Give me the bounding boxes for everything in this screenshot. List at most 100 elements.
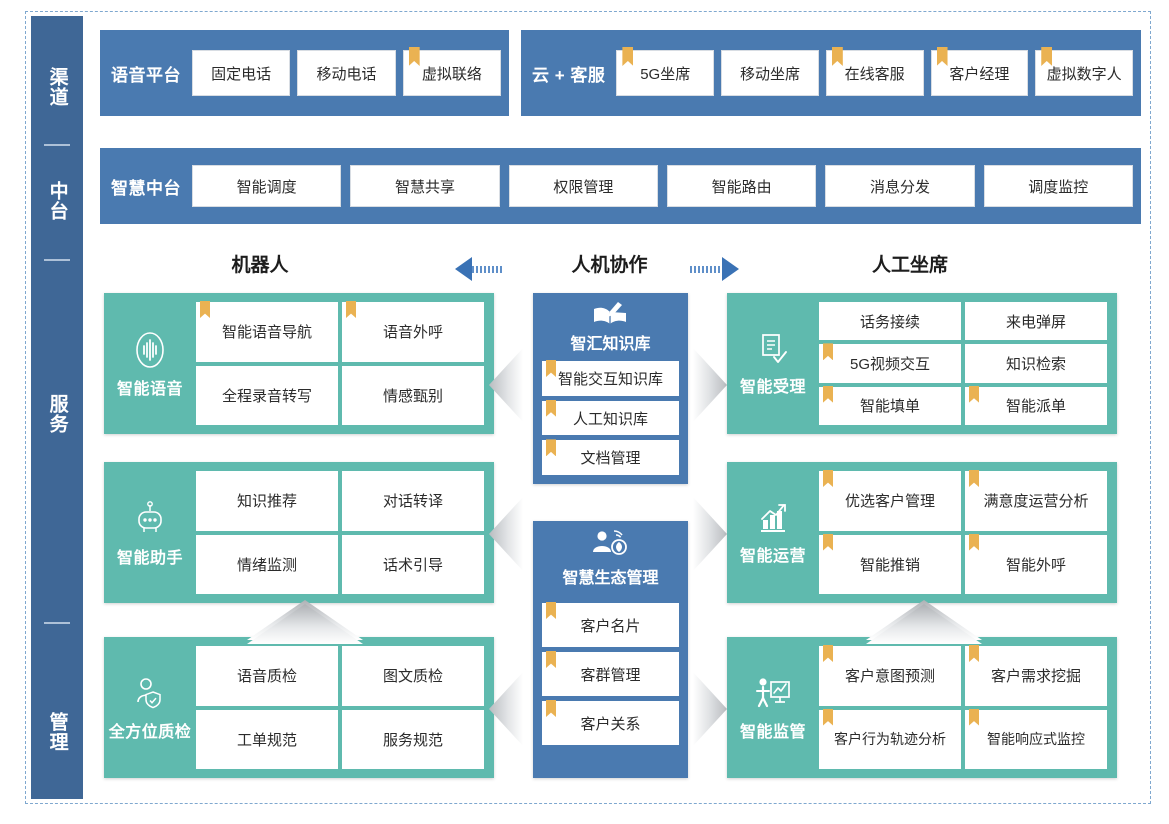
block-smart-assistant-label: 智能助手 [116, 549, 183, 567]
chip-smart-dispatch[interactable]: 智能调度 [192, 165, 342, 207]
bookmark-tag-icon [546, 360, 556, 377]
block-smart-voice-grid: 智能语音导航 语音外呼 全程录音转写 情感甄别 [196, 293, 494, 434]
book-pen-icon [590, 300, 630, 328]
chip-smart-routing[interactable]: 智能路由 [666, 165, 817, 207]
row-label: 客户名片 [580, 617, 641, 635]
cell-smart-responsive-monitoring[interactable]: 智能响应式监控 [965, 708, 1107, 769]
row-label: 客户关系 [580, 715, 641, 733]
block-knowledge-base-title: 智汇知识库 [570, 336, 651, 353]
cell-customer-intent-prediction[interactable]: 客户意图预测 [819, 645, 961, 706]
bookmark-tag-icon [969, 470, 979, 487]
row-label: 客群管理 [580, 666, 641, 684]
arrow-tail [472, 265, 504, 273]
block-smart-acceptance-grid: 话务接续 来电弹屏 5G视频交互 知识检索 智能填单 智能派单 [819, 293, 1117, 434]
rail-section-middle-platform: 中台 [31, 158, 83, 244]
chip-permission-management[interactable]: 权限管理 [508, 165, 658, 207]
cell-preferred-customer-management[interactable]: 优选客户管理 [819, 470, 961, 531]
chip-online-service[interactable]: 在线客服 [825, 47, 924, 96]
block-smart-supervision: 智能监管 客户意图预测 客户需求挖掘 客户行为轨迹分析 智能响应式监控 [727, 637, 1117, 778]
chip-virtual-human[interactable]: 虚拟数字人 [1035, 47, 1133, 96]
cell-voice-quality-inspection[interactable]: 语音质检 [196, 646, 338, 706]
block-smart-assistant-side: 智能助手 [104, 462, 196, 603]
chip-label: 权限管理 [553, 178, 614, 196]
cell-label: 来电弹屏 [1005, 313, 1066, 331]
cell-label: 全程录音转写 [221, 387, 312, 405]
row-customer-relationship[interactable]: 客户关系 [542, 700, 679, 745]
chip-label: 移动坐席 [739, 65, 800, 83]
rail-section-channel: 渠道 [31, 44, 83, 130]
chip-dispatch-monitoring[interactable]: 调度监控 [983, 165, 1133, 207]
cell-label: 智能派单 [1005, 398, 1066, 416]
row-interactive-knowledge-base[interactable]: 智能交互知识库 [542, 360, 679, 396]
cell-script-guidance[interactable]: 话术引导 [342, 534, 484, 594]
row-document-management[interactable]: 文档管理 [542, 439, 679, 476]
cell-label: 情绪监测 [236, 556, 297, 574]
cell-voice-outbound[interactable]: 语音外呼 [342, 301, 484, 362]
cell-knowledge-recommendation[interactable]: 知识推荐 [196, 471, 338, 531]
robot-icon [131, 498, 169, 540]
bookmark-tag-icon [346, 301, 356, 318]
bookmark-tag-icon [969, 385, 979, 403]
cell-text-image-quality-inspection[interactable]: 图文质检 [342, 646, 484, 706]
cell-smart-outbound-call[interactable]: 智能外呼 [965, 533, 1107, 594]
chip-fixed-phone[interactable]: 固定电话 [192, 50, 291, 96]
row-customer-card[interactable]: 客户名片 [542, 602, 679, 647]
cell-dialogue-translation[interactable]: 对话转译 [342, 471, 484, 531]
voice-platform-items: 固定电话 移动电话 虚拟联络 [192, 30, 509, 116]
rail-label-management: 管理 [46, 712, 68, 752]
column-header-human-agent: 人工坐席 [871, 255, 948, 276]
cell-smart-form-filling[interactable]: 智能填单 [819, 385, 961, 425]
block-smart-acceptance-label: 智能受理 [739, 378, 806, 396]
middle-platform-title: 智慧中台 [111, 178, 181, 198]
cell-label: 话务接续 [859, 313, 920, 331]
row-customer-group-management[interactable]: 客群管理 [542, 651, 679, 696]
chip-message-distribution[interactable]: 消息分发 [825, 165, 975, 207]
row-label: 文档管理 [580, 450, 641, 468]
block-eco-management-title: 智慧生态管理 [562, 570, 659, 587]
bookmark-tag-icon [823, 645, 833, 662]
cell-emotion-detection[interactable]: 情感甄别 [342, 365, 484, 425]
growth-chart-icon [754, 500, 792, 538]
voice-platform-band: 语音平台 固定电话 移动电话 虚拟联络 [100, 30, 509, 116]
bookmark-tag-icon [546, 700, 556, 717]
cell-full-recording-transcription[interactable]: 全程录音转写 [196, 365, 338, 425]
row-manual-knowledge-base[interactable]: 人工知识库 [542, 399, 679, 436]
arrow-right-to-agent [690, 257, 739, 281]
chip-account-manager[interactable]: 客户经理 [930, 47, 1029, 96]
bookmark-tag-icon [546, 602, 556, 619]
triangle-right-icon [722, 257, 739, 281]
chip-smart-sharing[interactable]: 智慧共享 [350, 165, 500, 207]
cell-smart-voice-navigation[interactable]: 智能语音导航 [196, 301, 338, 362]
cell-smart-dispatch-order[interactable]: 智能派单 [965, 385, 1107, 425]
chip-mobile-agent[interactable]: 移动坐席 [721, 50, 819, 96]
cell-call-handover[interactable]: 话务接续 [819, 302, 961, 341]
chip-label: 移动电话 [316, 65, 377, 83]
chip-label: 固定电话 [211, 65, 272, 83]
cell-satisfaction-operation-analysis[interactable]: 满意度运营分析 [965, 470, 1107, 531]
bookmark-tag-icon [823, 343, 833, 361]
chip-label: 智慧共享 [394, 178, 455, 196]
cell-service-standard[interactable]: 服务规范 [342, 709, 484, 769]
cloud-service-title: 云 + 客服 [532, 65, 606, 85]
eco-management-icon [587, 528, 633, 562]
chip-label: 智能路由 [711, 178, 772, 196]
cell-label: 语音质检 [236, 668, 297, 686]
cell-customer-demand-mining[interactable]: 客户需求挖掘 [965, 645, 1107, 706]
cell-knowledge-retrieval[interactable]: 知识检索 [965, 344, 1107, 383]
cell-label: 话术引导 [382, 556, 443, 574]
cell-ticket-standard[interactable]: 工单规范 [196, 709, 338, 769]
cell-incoming-call-popup[interactable]: 来电弹屏 [965, 302, 1107, 341]
cell-label: 5G视频交互 [849, 355, 930, 373]
cell-label: 客户需求挖掘 [990, 668, 1081, 686]
cell-emotion-monitoring[interactable]: 情绪监测 [196, 534, 338, 594]
cell-label: 对话转译 [382, 493, 443, 511]
block-knowledge-base: 智汇知识库 智能交互知识库 人工知识库 文档管理 [533, 293, 688, 484]
chip-virtual-contact[interactable]: 虚拟联络 [402, 47, 501, 96]
block-smart-operation-grid: 优选客户管理 满意度运营分析 智能推销 智能外呼 [819, 462, 1117, 603]
cell-smart-marketing[interactable]: 智能推销 [819, 533, 961, 594]
chip-5g-agent[interactable]: 5G坐席 [616, 47, 715, 96]
cell-5g-video-interaction[interactable]: 5G视频交互 [819, 343, 961, 383]
cell-customer-behavior-trace-analysis[interactable]: 客户行为轨迹分析 [819, 708, 961, 769]
cell-label: 情感甄别 [382, 387, 443, 405]
chip-mobile-phone[interactable]: 移动电话 [297, 50, 396, 96]
